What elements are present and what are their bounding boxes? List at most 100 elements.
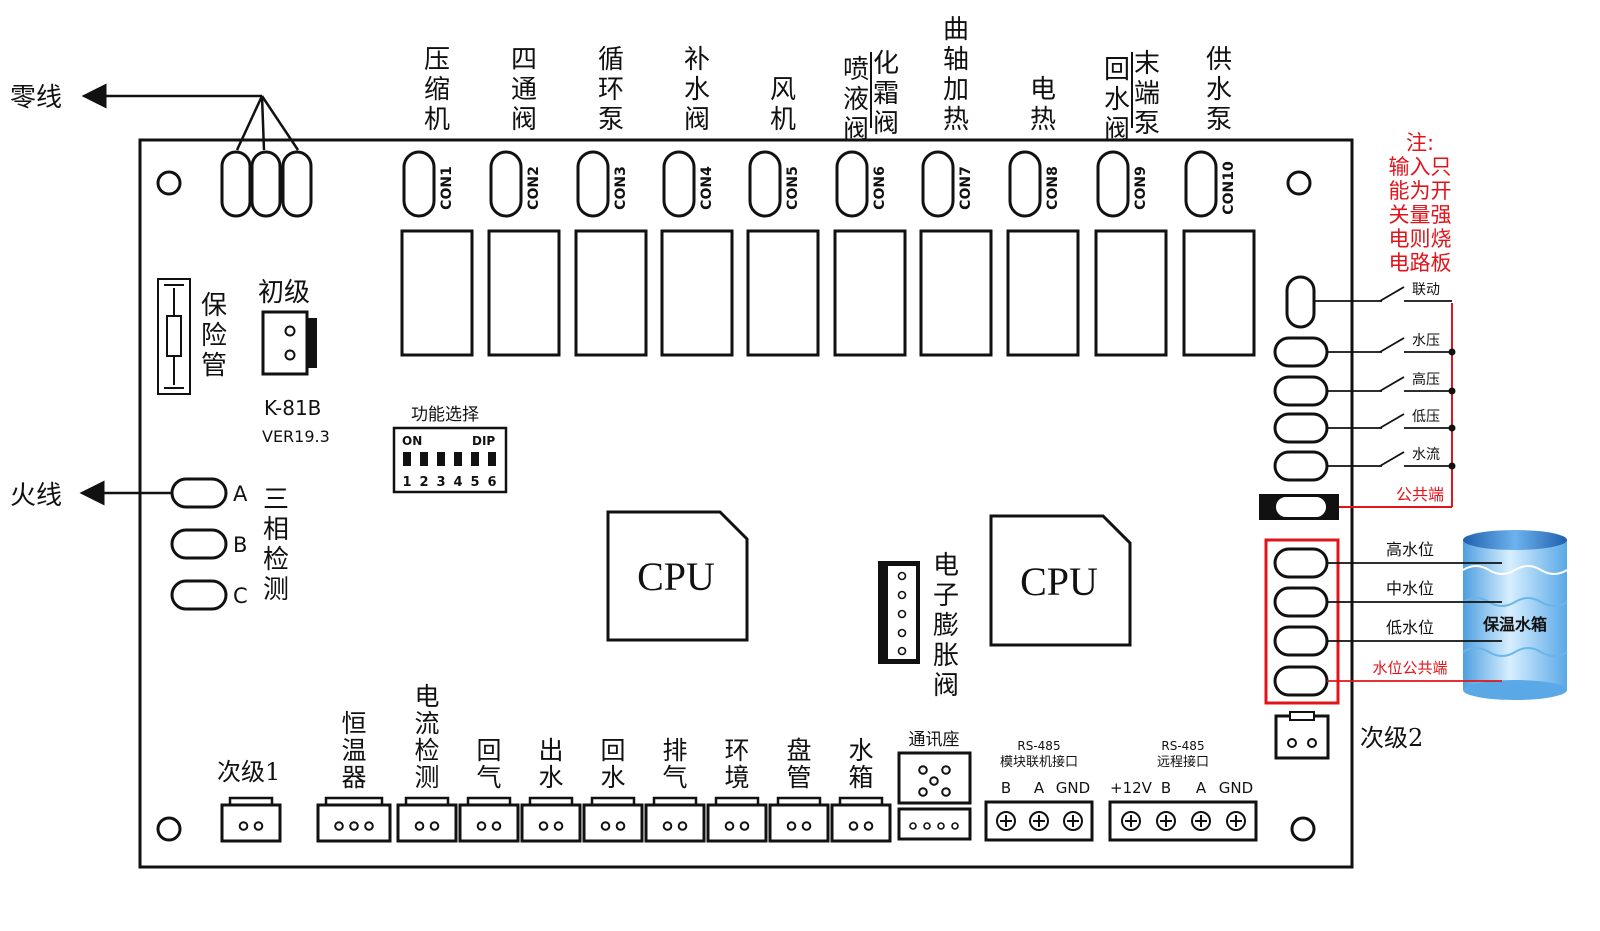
- mounting-hole: [1290, 816, 1316, 842]
- relay-label: 环: [598, 75, 624, 105]
- dip-key: [488, 452, 496, 466]
- cpu-label: CPU: [1020, 559, 1098, 604]
- sensor-label: 恒: [341, 709, 366, 738]
- water-level-terminal: [1273, 625, 1329, 657]
- switch-terminal: [1285, 275, 1316, 329]
- sensor-label: 境: [724, 763, 749, 792]
- relay-con-label: CON1: [439, 166, 455, 210]
- sensor-label: 气: [476, 763, 501, 792]
- relay-label: 化: [873, 49, 899, 79]
- sensor-connector-1: [316, 796, 392, 843]
- relay-label: 泵: [1134, 109, 1160, 139]
- relay-label: 喷: [843, 55, 869, 85]
- phase-label-char: 检: [263, 545, 289, 575]
- switch-input-label: 低压: [1412, 409, 1440, 425]
- sensor-label: 箱: [848, 763, 873, 792]
- sensor-label: 出: [538, 736, 563, 765]
- relay-body: [574, 229, 648, 357]
- relay-body: [400, 229, 474, 357]
- eev-label-char: 子: [933, 581, 959, 611]
- rs485-pin-label: +12V: [1110, 779, 1153, 797]
- secondary2-connector: [1274, 711, 1330, 760]
- relay-label: 四: [511, 45, 537, 75]
- neutral-label: 零线: [10, 83, 62, 113]
- water-tank: 保温水箱: [1462, 530, 1568, 700]
- version-label: VER19.3: [262, 427, 330, 446]
- water-level-label: 中水位: [1386, 579, 1434, 598]
- phase-letter: A: [233, 482, 248, 506]
- relay-con-label: CON8: [1045, 166, 1061, 210]
- live-label: 火线: [10, 481, 62, 511]
- fuse-label-char: 保: [201, 291, 227, 321]
- rs485-pin-label: A: [1034, 779, 1045, 797]
- secondary1-connector: [220, 796, 282, 843]
- rs485-pin-label: GND: [1219, 779, 1253, 797]
- dip-label: DIP: [472, 434, 495, 448]
- sensor-label: 盘: [786, 736, 811, 765]
- note-line: 输入只: [1389, 155, 1452, 179]
- switch-terminal: [1273, 375, 1329, 407]
- note-line: 电则烧: [1389, 227, 1452, 251]
- relay-label: 轴: [943, 45, 969, 75]
- primary-label: 初级: [258, 278, 310, 308]
- relay-label: 补: [684, 45, 710, 75]
- note-line: 注:: [1406, 131, 1434, 155]
- water-level-terminal: [1273, 665, 1329, 697]
- dip-key: [403, 452, 411, 466]
- relay-label: 热: [943, 105, 969, 135]
- switch-terminal: [1273, 450, 1329, 482]
- dip-number: 5: [470, 475, 479, 490]
- relay-label: 泵: [1206, 105, 1232, 135]
- dip-key: [420, 452, 428, 466]
- note-line: 电路板: [1389, 251, 1452, 275]
- dip-number: 6: [487, 475, 496, 490]
- sensor-connector-3: [458, 796, 520, 843]
- relay-label: 阀: [511, 105, 537, 135]
- eev-label-char: 阀: [933, 671, 959, 701]
- relay-con-label: CON9: [1133, 166, 1149, 210]
- relay-body: [660, 229, 734, 357]
- relay-label: 供: [1206, 45, 1232, 75]
- relay-label: 机: [424, 105, 450, 135]
- relay-label: 加: [943, 75, 969, 105]
- relay-terminal: [402, 150, 436, 218]
- phase-label-char: 测: [263, 575, 289, 605]
- mounting-hole: [156, 170, 182, 196]
- relay-label: 风: [770, 75, 796, 105]
- relay-body: [1006, 229, 1080, 357]
- relay-body: [833, 229, 907, 357]
- dip-number: 2: [419, 475, 428, 490]
- rs485-pin-label: A: [1196, 779, 1207, 797]
- relay-label: 阀: [1104, 115, 1130, 145]
- comm-socket: 通讯座: [897, 730, 972, 841]
- relay-group: 压缩机CON1四通阀CON2循环泵CON3补水阀CON4风机CON5喷液阀化霜阀…: [400, 15, 1256, 357]
- rs485-pin-label: B: [1161, 779, 1171, 797]
- common-terminal: [1274, 495, 1328, 519]
- relay-terminal: [1008, 150, 1042, 218]
- relay-con-label: CON2: [526, 166, 542, 210]
- comm-socket-label: 通讯座: [909, 730, 960, 750]
- sensor-label: 温: [341, 736, 366, 765]
- relay-label: 电: [1030, 75, 1056, 105]
- sensor-connector-5: [582, 796, 644, 843]
- relay-terminal: [748, 150, 782, 218]
- water-level-label: 低水位: [1386, 618, 1434, 637]
- sensor-label: 水: [538, 763, 563, 792]
- fuse: [157, 278, 191, 395]
- rs485-subtitle: 模块联机接口: [1000, 754, 1078, 770]
- common-label: 公共端: [1396, 485, 1444, 504]
- relay-body: [1182, 229, 1256, 357]
- rs485-pin-label: B: [1001, 779, 1011, 797]
- note-line: 关量强: [1389, 203, 1452, 227]
